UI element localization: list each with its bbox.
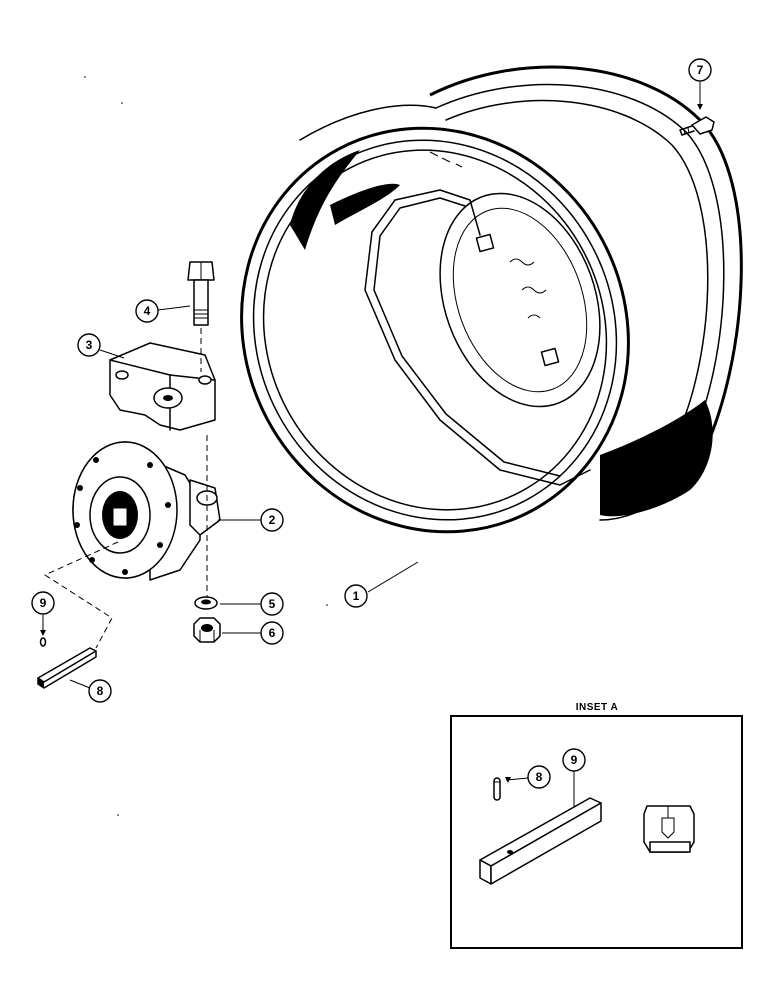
svg-text:3: 3 xyxy=(86,338,93,352)
callout-9: 9 xyxy=(31,591,55,636)
wheel-rim xyxy=(240,65,743,534)
hex-nut xyxy=(193,617,221,643)
callout-7: 7 xyxy=(688,58,712,82)
inset-key xyxy=(479,797,602,885)
inset-callout-9: 9 xyxy=(562,748,586,808)
inset-callout-8: 8 xyxy=(505,765,551,789)
svg-text:1: 1 xyxy=(353,589,360,603)
callout-6: 6 xyxy=(222,621,284,645)
callout-2: 2 xyxy=(218,508,284,532)
lock-washer xyxy=(194,596,218,610)
inset-title: INSET A xyxy=(576,702,619,713)
svg-text:9: 9 xyxy=(40,596,47,610)
callout-8: 8 xyxy=(69,679,112,703)
svg-text:8: 8 xyxy=(97,684,104,698)
svg-text:8: 8 xyxy=(536,770,543,784)
inset-a: INSET A 8 9 xyxy=(450,702,743,949)
rim-bolt xyxy=(679,82,715,136)
callout-3: 3 xyxy=(77,333,125,359)
svg-text:4: 4 xyxy=(144,304,151,318)
inset-keyway-end-view xyxy=(643,805,695,853)
callout-4: 4 xyxy=(135,299,191,323)
clamp-bolt xyxy=(187,261,215,600)
svg-text:2: 2 xyxy=(269,513,276,527)
hub-key xyxy=(37,647,97,689)
key-pin xyxy=(39,637,47,647)
hub-clamp xyxy=(109,342,216,431)
callout-5: 5 xyxy=(220,592,284,616)
svg-text:9: 9 xyxy=(571,753,578,767)
svg-text:6: 6 xyxy=(269,626,276,640)
svg-text:7: 7 xyxy=(697,63,704,77)
svg-text:5: 5 xyxy=(269,597,276,611)
inset-pin xyxy=(493,777,501,801)
callout-1: 1 xyxy=(344,561,419,608)
wheel-hub xyxy=(72,441,221,581)
